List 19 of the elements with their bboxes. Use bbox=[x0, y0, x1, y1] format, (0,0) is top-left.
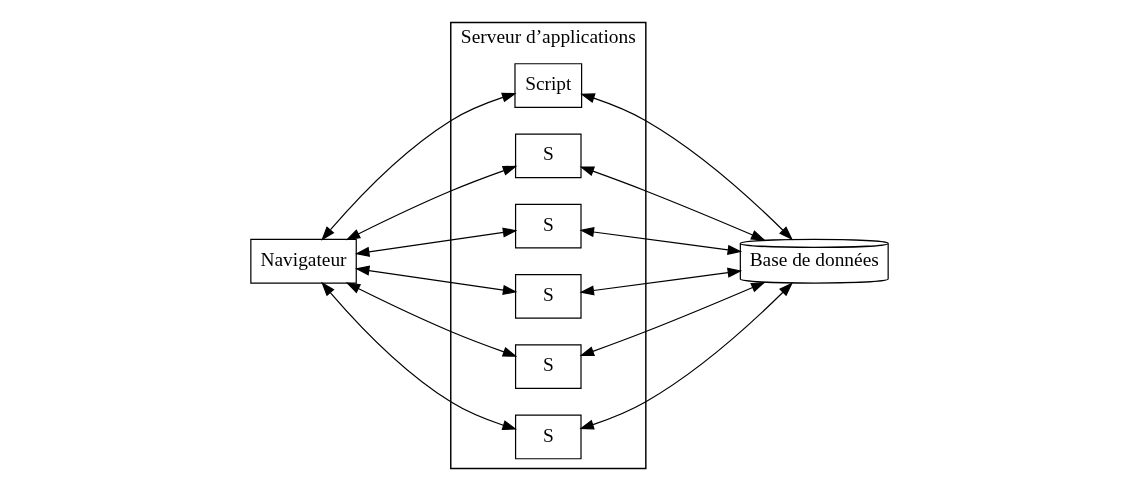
arrow bbox=[320, 92, 516, 241]
arrow bbox=[354, 227, 517, 257]
arrow bbox=[320, 281, 517, 431]
node-box: S bbox=[514, 273, 582, 319]
arrow bbox=[578, 282, 793, 430]
arrow bbox=[345, 165, 517, 241]
arrow bbox=[579, 227, 742, 255]
arrow bbox=[354, 265, 517, 296]
node-box: S bbox=[514, 203, 582, 249]
arrow bbox=[579, 166, 766, 241]
node-box: Navigateur bbox=[249, 238, 357, 284]
node-box: Script bbox=[513, 63, 582, 108]
arrow bbox=[579, 281, 766, 357]
node-box: S bbox=[514, 344, 582, 390]
arrow bbox=[579, 267, 742, 296]
node-box: S bbox=[514, 133, 582, 179]
arrow bbox=[345, 282, 517, 357]
arrow bbox=[579, 93, 793, 241]
node-box: S bbox=[514, 414, 582, 460]
